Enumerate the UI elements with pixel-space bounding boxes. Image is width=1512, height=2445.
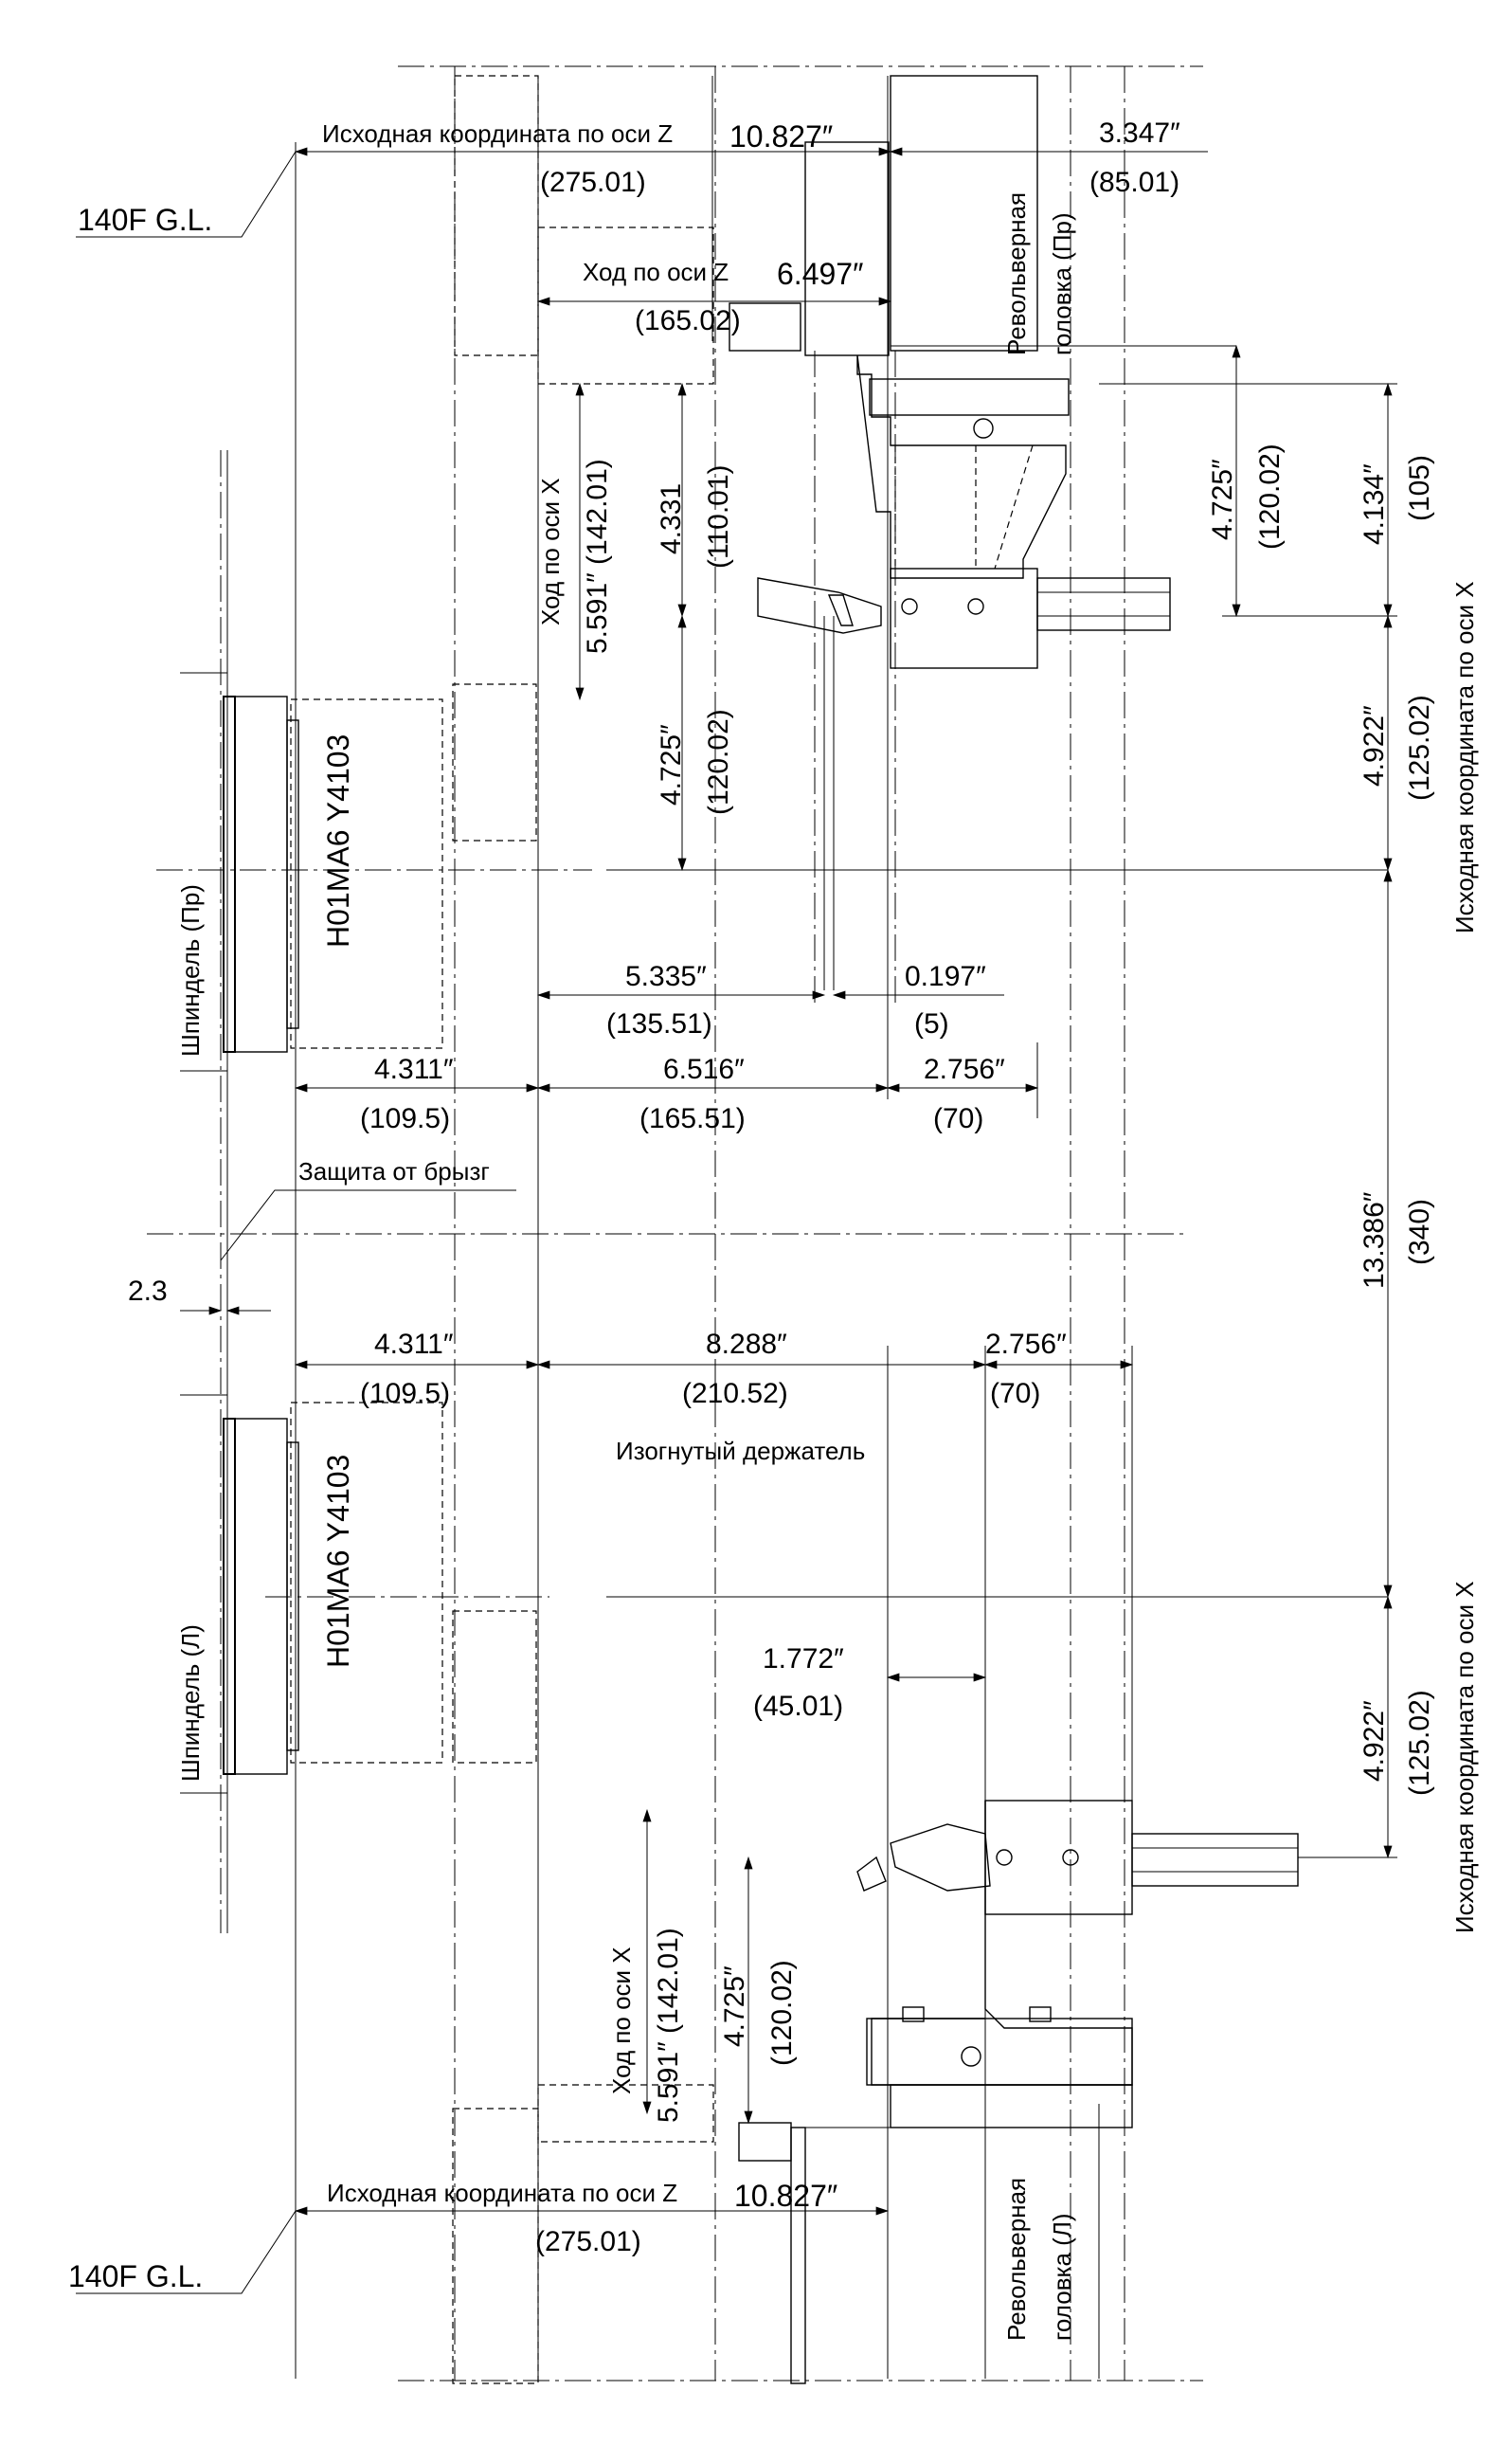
b3-inch: 2.756″ bbox=[985, 1329, 1067, 1360]
x-stroke-label-top: Ход по оси X bbox=[536, 478, 565, 625]
turret-right bbox=[729, 75, 1236, 669]
r4-mm: (125.02) bbox=[1404, 1690, 1435, 1796]
x-origin-label-top: Исходная координата по оси X bbox=[1450, 581, 1479, 933]
dimension-lines bbox=[76, 147, 1397, 2294]
z-origin-inch-top: 10.827″ bbox=[729, 119, 833, 154]
t2-inch: 6.516″ bbox=[663, 1054, 745, 1085]
h2-mm: (5) bbox=[914, 1008, 949, 1040]
splash-guard-label: Защита от брызг bbox=[298, 1157, 490, 1186]
turret-right-label-1: Револьверная bbox=[1002, 192, 1031, 355]
z-origin-label-top: Исходная координата по оси Z bbox=[322, 119, 673, 148]
x-offset2-mm: (120.02) bbox=[703, 709, 734, 815]
gl-label-top: 140F G.L. bbox=[78, 203, 212, 237]
t3-mm: (70) bbox=[933, 1103, 983, 1134]
b2-inch: 8.288″ bbox=[706, 1329, 787, 1360]
t3-inch: 2.756″ bbox=[924, 1054, 1005, 1085]
turret-left-label-1: Револьверная bbox=[1002, 2178, 1031, 2341]
bh-inch: 1.772″ bbox=[763, 1643, 844, 1675]
h1-mm: (135.51) bbox=[606, 1008, 712, 1040]
spindle-right bbox=[180, 672, 299, 1072]
r1-mm: (120.02) bbox=[1254, 444, 1286, 550]
gl-label-bottom: 140F G.L. bbox=[68, 2259, 203, 2293]
x-stroke-value-top: 5.591″ (142.01) bbox=[582, 459, 613, 654]
r3-inch: 4.922″ bbox=[1359, 705, 1390, 787]
z-stroke-label: Ход по оси Z bbox=[583, 258, 729, 286]
annotations: 140F G.L. 140F G.L. Исходная координата … bbox=[68, 118, 1479, 2341]
turret-left bbox=[738, 1800, 1299, 2384]
spindle-left-label: Шпиндель (Л) bbox=[176, 1624, 205, 1782]
turret-left-label-2: головка (Л) bbox=[1048, 2213, 1076, 2341]
h2-inch: 0.197″ bbox=[905, 961, 986, 992]
centerlines bbox=[147, 65, 1203, 2382]
z-stroke-inch: 6.497″ bbox=[777, 257, 863, 291]
z-origin-inch-bottom: 10.827″ bbox=[734, 2179, 837, 2213]
h1-inch: 5.335″ bbox=[625, 961, 707, 992]
top-tool-outlines bbox=[290, 75, 714, 2384]
z-origin-mm-top: (275.01) bbox=[540, 167, 646, 198]
z-stroke-mm: (165.02) bbox=[635, 305, 741, 336]
x-offset1-mm: (110.01) bbox=[703, 464, 734, 569]
x-stroke-value-bottom: 5.591″ (142.01) bbox=[653, 1928, 684, 2123]
mid-distance-mm: (340) bbox=[1404, 1199, 1435, 1265]
r4-inch: 4.922″ bbox=[1359, 1700, 1390, 1782]
x3-inch: 4.725″ bbox=[719, 1965, 750, 2047]
bh-mm: (45.01) bbox=[753, 1691, 843, 1722]
turret-z-mm: (85.01) bbox=[1089, 167, 1179, 198]
r2-inch: 4.134″ bbox=[1359, 463, 1390, 545]
x-stroke-label-bottom: Ход по оси X bbox=[607, 1947, 636, 2094]
turret-z-inch: 3.347″ bbox=[1099, 118, 1180, 149]
b1-mm: (109.5) bbox=[360, 1378, 450, 1409]
x-origin-label-bottom: Исходная координата по оси X bbox=[1450, 1581, 1479, 1933]
t1-inch: 4.311″ bbox=[374, 1054, 454, 1085]
x-offset2-inch: 4.725″ bbox=[656, 724, 687, 806]
spindle-left bbox=[180, 1394, 299, 1794]
reference-lines bbox=[226, 76, 1388, 2379]
chuck-label-top: H01MA6 Y4103 bbox=[321, 734, 355, 948]
b1-inch: 4.311″ bbox=[374, 1329, 454, 1360]
z-origin-mm-bottom: (275.01) bbox=[535, 2226, 641, 2257]
r3-mm: (125.02) bbox=[1404, 695, 1435, 801]
mid-distance-inch: 13.386″ bbox=[1359, 1191, 1390, 1289]
splash-gap: 2.3 bbox=[128, 1276, 168, 1307]
turret-right-label-2: головка (Пр) bbox=[1048, 212, 1076, 355]
spindle-right-label: Шпиндель (Пр) bbox=[176, 884, 205, 1057]
t1-mm: (109.5) bbox=[360, 1103, 450, 1134]
b2-mm: (210.52) bbox=[682, 1378, 788, 1409]
chuck-label-bottom: H01MA6 Y4103 bbox=[321, 1455, 355, 1668]
b3-mm: (70) bbox=[990, 1378, 1040, 1409]
r2-mm: (105) bbox=[1404, 455, 1435, 521]
t2-mm: (165.51) bbox=[639, 1103, 746, 1134]
x-offset1-inch: 4.331 bbox=[656, 483, 687, 554]
r1-inch: 4.725″ bbox=[1207, 459, 1238, 540]
z-origin-label-bottom: Исходная координата по оси Z bbox=[327, 2179, 677, 2207]
bent-holder-label: Изогнутый держатель bbox=[616, 1437, 865, 1465]
x3-mm: (120.02) bbox=[766, 1960, 798, 2066]
